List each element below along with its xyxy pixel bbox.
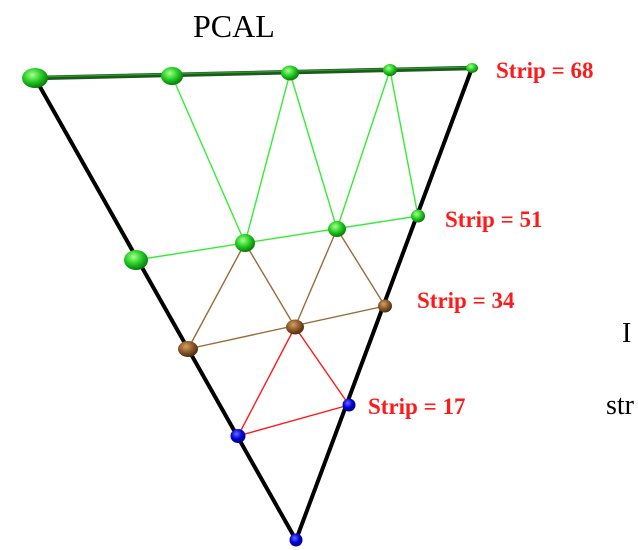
node-top-5: [466, 63, 478, 73]
node-brown-1: [178, 341, 198, 357]
brown-nodes: [178, 299, 392, 357]
node-top-4: [383, 64, 397, 76]
node-brown-2: [286, 319, 304, 335]
node-brown-3: [378, 299, 392, 313]
strip-label-17: Strip = 17: [368, 394, 466, 419]
node-blue-1: [230, 429, 246, 443]
diagram-title: PCAL: [193, 8, 275, 44]
node-mid-3: [328, 221, 346, 237]
green-mesh: [34, 69, 419, 261]
node-top-3: [281, 65, 299, 81]
strip-label-68: Strip = 68: [496, 58, 594, 83]
node-mid-4: [411, 209, 425, 223]
blue-nodes: [230, 398, 356, 547]
node-mid-1: [124, 250, 148, 270]
strip-label-51: Strip = 51: [445, 207, 543, 232]
triangle-top-edge: [32, 65, 475, 81]
triangle-outline: [33, 66, 474, 542]
node-top-2: [161, 67, 183, 85]
node-blue-2: [342, 398, 356, 412]
node-top-1: [22, 68, 48, 88]
cutoff-text-line-1: I: [622, 318, 632, 349]
node-blue-apex: [289, 533, 303, 547]
red-mesh: [237, 326, 350, 437]
green-nodes: [22, 63, 478, 270]
cutoff-text-line-2: str: [606, 390, 634, 421]
strip-label-34: Strip = 34: [417, 288, 515, 313]
node-mid-2: [235, 234, 255, 252]
